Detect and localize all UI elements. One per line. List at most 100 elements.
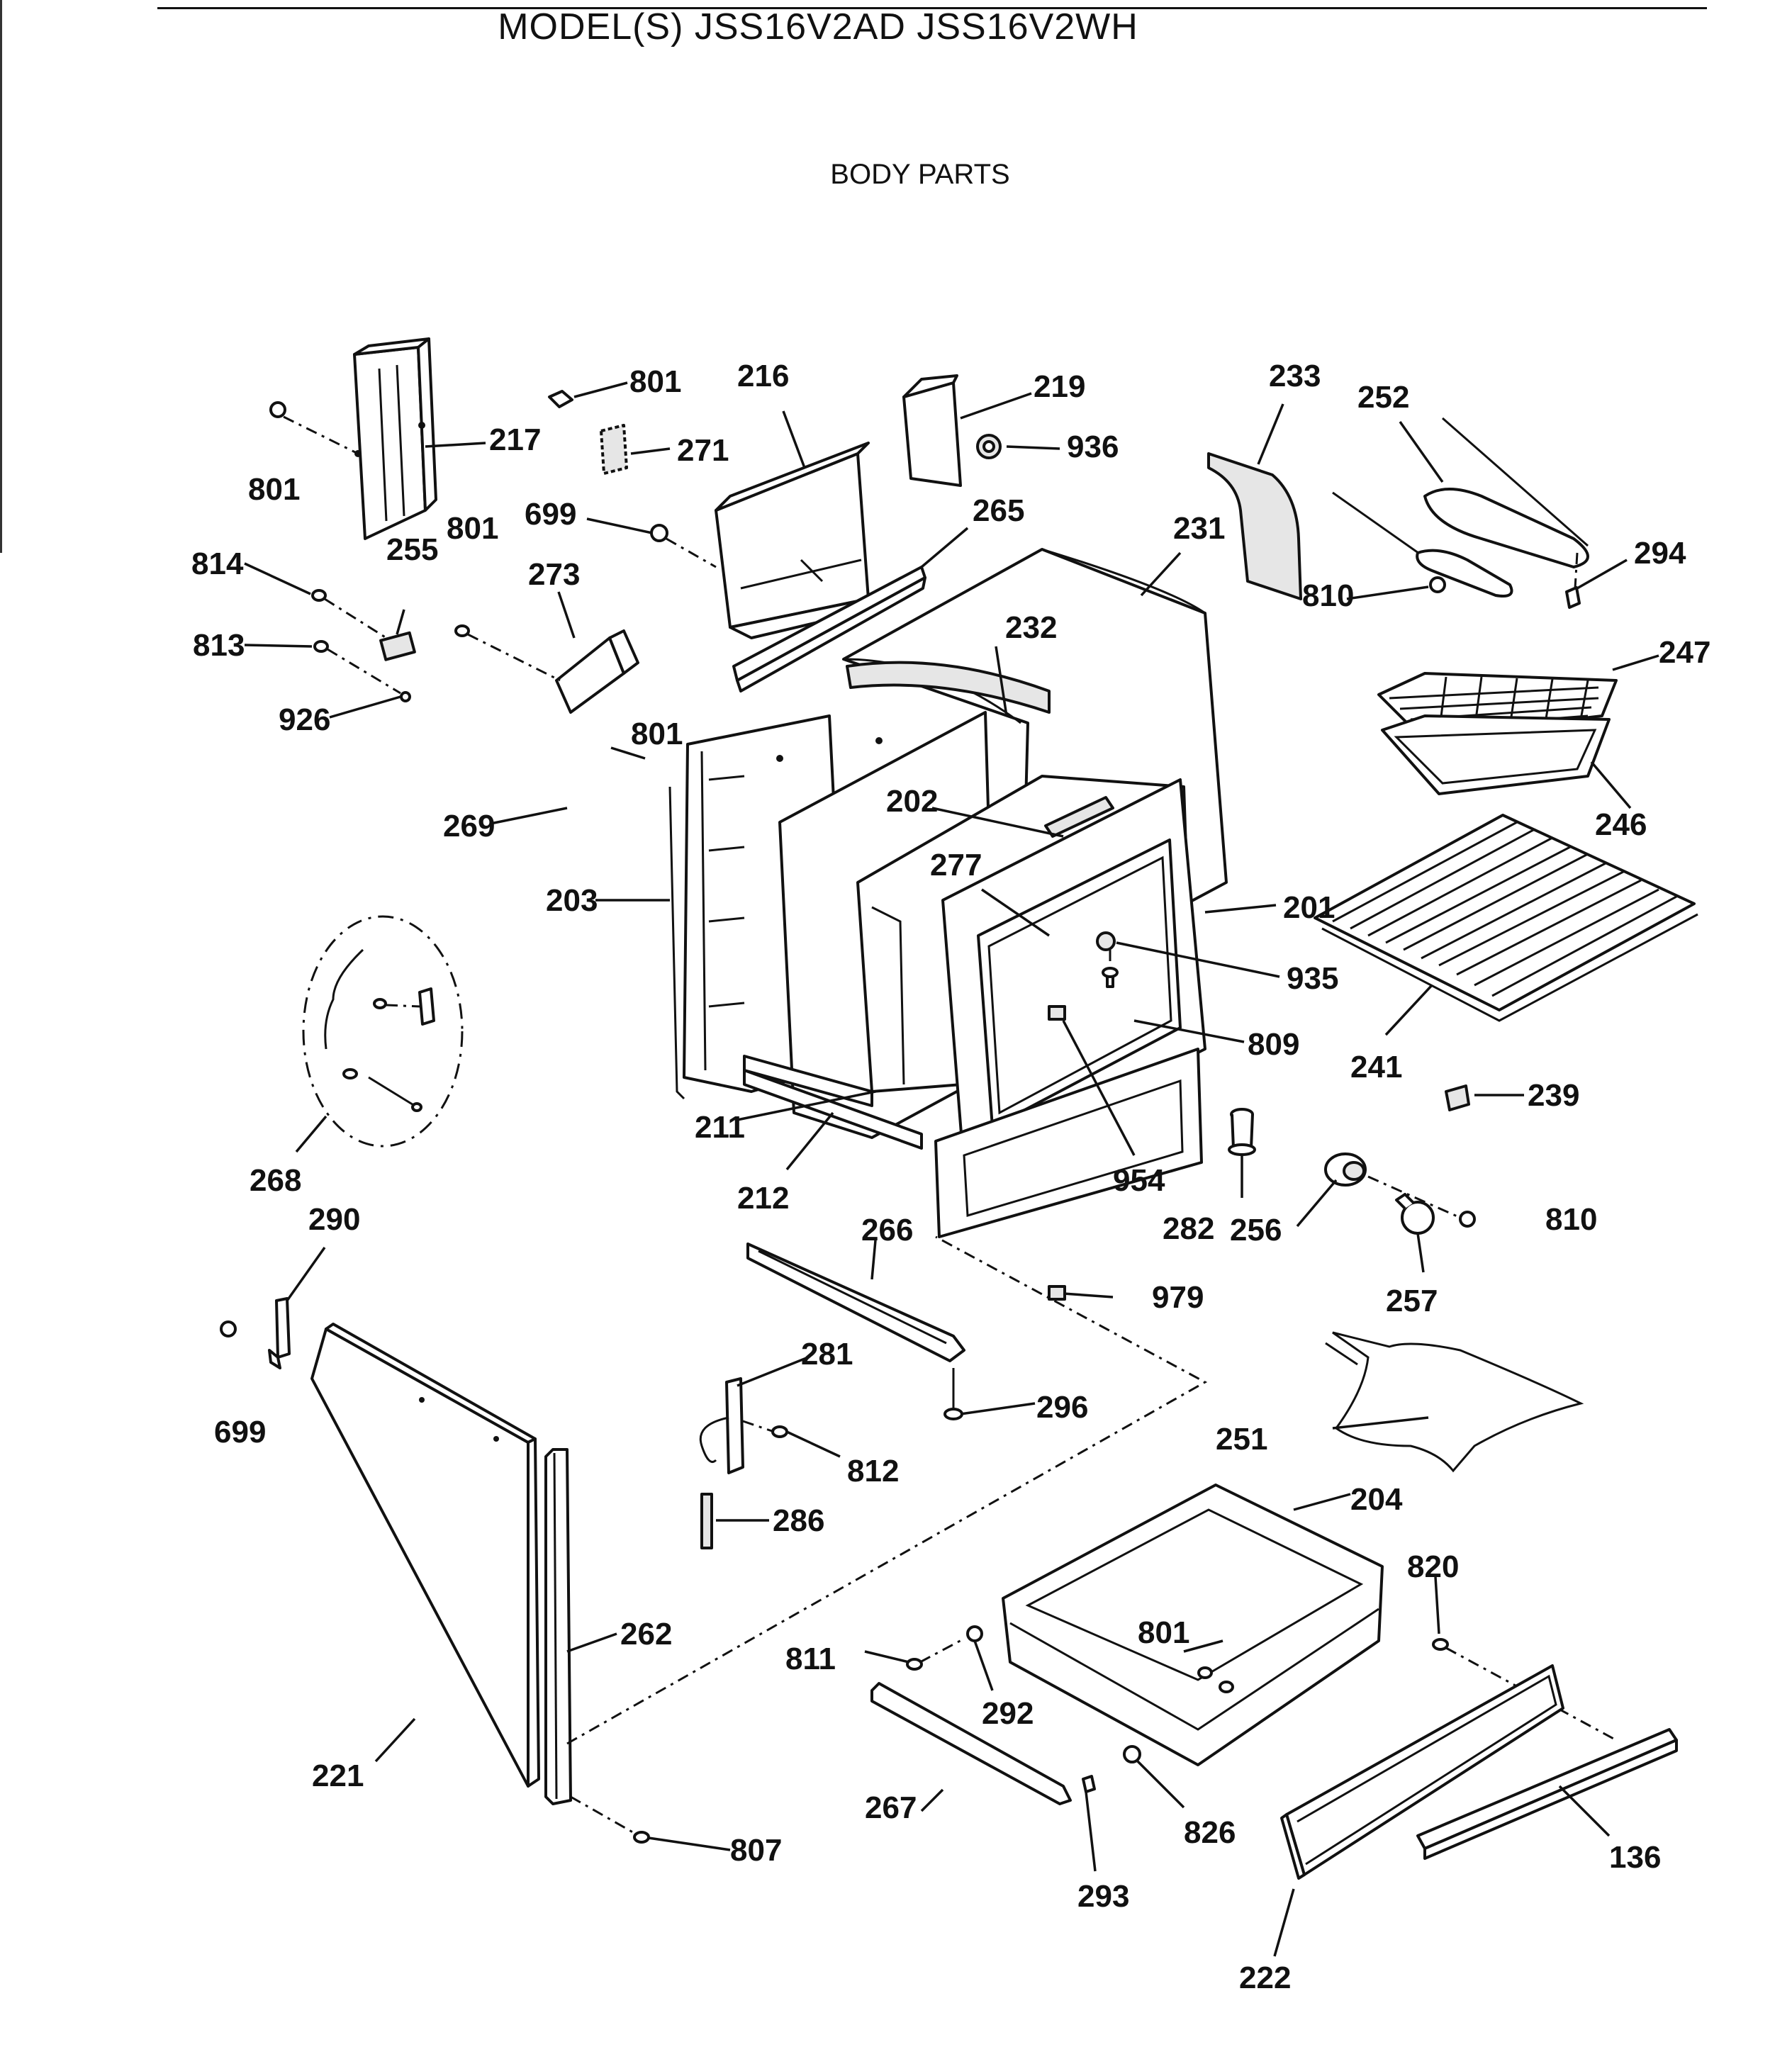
part-271-label bbox=[600, 424, 628, 475]
part-290-bracket bbox=[268, 1297, 291, 1369]
label-807: 807 bbox=[730, 1833, 782, 1868]
label-256: 256 bbox=[1230, 1213, 1282, 1247]
part-267-drawer-slide bbox=[870, 1682, 1072, 1805]
part-801-screw-d bbox=[1197, 1666, 1213, 1679]
label-801-e: 801 bbox=[1138, 1615, 1189, 1650]
label-217: 217 bbox=[489, 422, 541, 457]
page-edge-line bbox=[0, 0, 2, 553]
label-294: 294 bbox=[1634, 536, 1686, 571]
label-296: 296 bbox=[1036, 1390, 1088, 1425]
label-826: 826 bbox=[1184, 1815, 1236, 1850]
label-979: 979 bbox=[1152, 1280, 1204, 1315]
part-801-clip-b bbox=[548, 390, 573, 408]
part-814-screw bbox=[311, 589, 387, 639]
label-936: 936 bbox=[1067, 430, 1119, 464]
part-268-detail-inset bbox=[302, 915, 464, 1148]
part-810-screw-a bbox=[1429, 576, 1446, 593]
label-810-b: 810 bbox=[1545, 1202, 1597, 1237]
label-231: 231 bbox=[1173, 511, 1225, 546]
part-294-clip bbox=[1565, 552, 1581, 609]
part-252-broil-element bbox=[1332, 417, 1589, 598]
part-219-vent-shield bbox=[902, 374, 962, 487]
section-title-text: BODY PARTS bbox=[830, 159, 1010, 190]
label-926: 926 bbox=[279, 702, 330, 737]
part-262-vertical-trim bbox=[544, 1448, 572, 1805]
part-number-labels: 801 216 219 233 252 217 271 936 801 699 … bbox=[191, 359, 1710, 1995]
header-rule bbox=[157, 7, 1707, 9]
label-232: 232 bbox=[1005, 610, 1057, 645]
model-title-text: MODEL(S) JSS16V2AD JSS16V2WH bbox=[498, 6, 1138, 47]
label-699-b: 699 bbox=[214, 1415, 266, 1449]
label-266: 266 bbox=[861, 1213, 913, 1247]
label-222: 222 bbox=[1239, 1961, 1291, 1995]
label-293: 293 bbox=[1077, 1879, 1129, 1914]
part-239-tag bbox=[1445, 1084, 1470, 1111]
part-221-side-panel bbox=[310, 1323, 540, 1788]
part-809-screw bbox=[1102, 950, 1119, 988]
label-286: 286 bbox=[773, 1503, 824, 1538]
label-247: 247 bbox=[1659, 635, 1710, 670]
part-212-bottom-rail bbox=[743, 1069, 923, 1150]
part-222-drawer-front bbox=[1280, 1664, 1564, 1880]
part-273-bracket bbox=[555, 629, 639, 714]
part-935-grommet bbox=[1096, 931, 1116, 951]
part-281-hinge bbox=[699, 1377, 744, 1474]
label-268: 268 bbox=[250, 1163, 301, 1198]
label-814: 814 bbox=[191, 546, 244, 581]
part-266-trim-strip bbox=[746, 1243, 965, 1362]
label-810-a: 810 bbox=[1302, 578, 1354, 613]
label-251: 251 bbox=[1216, 1422, 1267, 1457]
label-281: 281 bbox=[801, 1337, 853, 1372]
label-699-a: 699 bbox=[525, 497, 576, 532]
label-211: 211 bbox=[695, 1110, 745, 1145]
label-201: 201 bbox=[1283, 890, 1335, 925]
label-262: 262 bbox=[620, 1617, 672, 1651]
part-286-hinge-pin bbox=[700, 1493, 713, 1549]
label-239: 239 bbox=[1528, 1078, 1579, 1113]
part-807-screw bbox=[570, 1795, 650, 1844]
part-292-nut bbox=[966, 1625, 983, 1642]
part-211-rail bbox=[743, 1055, 873, 1107]
label-233: 233 bbox=[1269, 359, 1321, 393]
label-277: 277 bbox=[930, 848, 982, 882]
label-265: 265 bbox=[973, 493, 1024, 528]
label-801-c: 801 bbox=[447, 511, 498, 546]
part-801-screw-c bbox=[454, 624, 561, 682]
label-271: 271 bbox=[677, 433, 729, 468]
part-699-screw-a bbox=[650, 524, 717, 568]
part-801-screw-a bbox=[269, 401, 359, 455]
label-216: 216 bbox=[737, 359, 789, 393]
model-title: MODEL(S) JSS16V2AD JSS16V2WH bbox=[0, 6, 1792, 48]
label-212: 212 bbox=[737, 1181, 789, 1216]
label-290: 290 bbox=[308, 1202, 360, 1237]
part-233-insulation bbox=[1207, 452, 1302, 600]
part-265-bar bbox=[732, 566, 926, 692]
label-241: 241 bbox=[1350, 1050, 1402, 1084]
part-820-screw bbox=[1432, 1638, 1617, 1742]
section-title: BODY PARTS bbox=[0, 159, 1792, 191]
part-246-broiler-pan bbox=[1381, 714, 1611, 795]
label-204: 204 bbox=[1350, 1482, 1403, 1517]
label-219: 219 bbox=[1034, 369, 1085, 404]
part-826-screw bbox=[1123, 1745, 1141, 1763]
part-936-grommet bbox=[976, 434, 1002, 459]
part-812-screw bbox=[742, 1420, 788, 1438]
label-255: 255 bbox=[386, 532, 438, 567]
part-810-screw-b bbox=[1367, 1175, 1476, 1228]
label-809: 809 bbox=[1248, 1027, 1299, 1062]
part-257-lamp-bulb bbox=[1395, 1193, 1435, 1235]
label-267: 267 bbox=[865, 1790, 917, 1825]
part-954-clip bbox=[1048, 1005, 1066, 1021]
label-954: 954 bbox=[1113, 1163, 1165, 1198]
part-699-screw-b bbox=[220, 1320, 237, 1337]
part-296-screw bbox=[943, 1368, 963, 1420]
label-136: 136 bbox=[1609, 1840, 1661, 1875]
part-255-terminal-block bbox=[379, 631, 416, 661]
part-811-screw bbox=[906, 1637, 965, 1671]
label-813: 813 bbox=[193, 628, 245, 663]
label-273: 273 bbox=[528, 557, 580, 592]
part-813-screw bbox=[313, 640, 401, 695]
label-801-b: 801 bbox=[248, 472, 300, 507]
label-269: 269 bbox=[443, 809, 495, 843]
